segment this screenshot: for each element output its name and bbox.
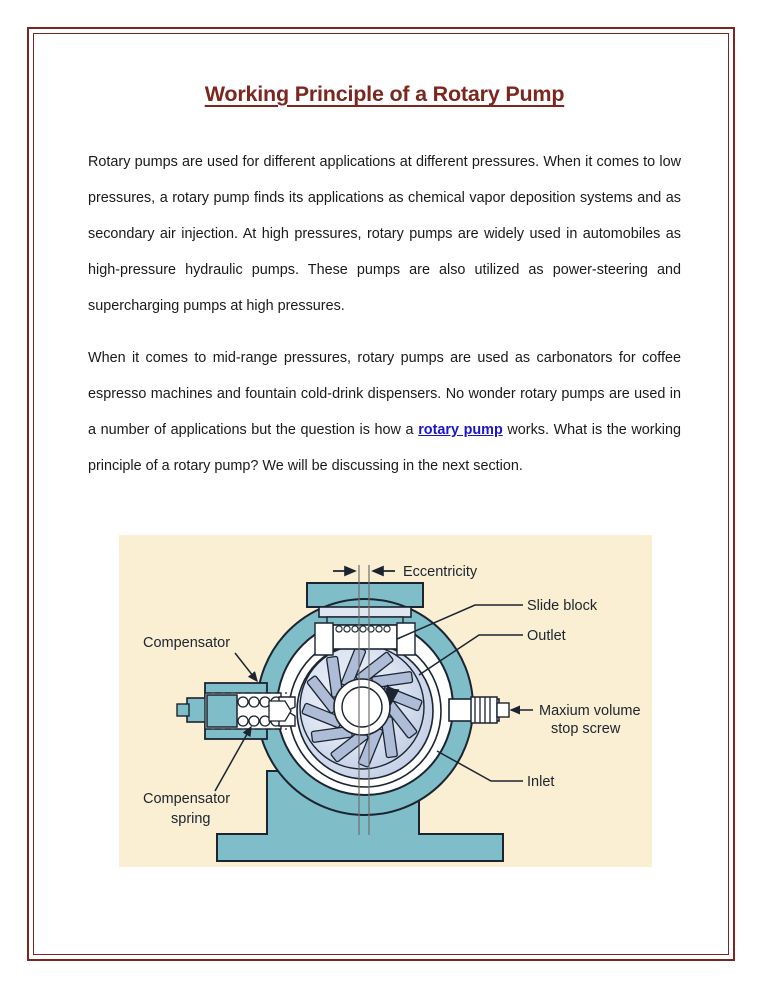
label-eccentricity: Eccentricity — [403, 564, 478, 580]
compensator-stem — [186, 697, 208, 723]
label-stop-screw-line2: stop screw — [551, 721, 621, 737]
rotation-direction-arrow — [385, 684, 400, 706]
label-compensator-spring-line1: Compensator — [143, 791, 230, 807]
paragraph-2-text-after: works. What is the working principle of … — [88, 421, 681, 474]
page-border-outer — [27, 27, 735, 961]
leader-slide-block — [396, 604, 523, 640]
leader-compensator-spring — [214, 725, 252, 792]
stop-screw-assembly — [448, 696, 510, 724]
label-compensator: Compensator — [143, 635, 230, 651]
compensator-assembly — [176, 682, 296, 740]
document-content: Working Principle of a Rotary Pump Rotar… — [88, 82, 681, 484]
rotor-shaft-bore — [341, 686, 383, 728]
leader-inlet — [436, 750, 523, 782]
rotary-pump-link[interactable]: rotary pump — [418, 421, 503, 438]
pump-diagram-figure: Eccentricity Slide block Outlet Maxium v… — [119, 535, 652, 867]
page-border-inner — [33, 33, 729, 955]
paragraph-intro: Rotary pumps are used for different appl… — [88, 144, 681, 324]
slide-block-detents — [335, 625, 391, 633]
leader-outlet — [418, 634, 523, 676]
label-slide-block: Slide block — [527, 598, 598, 614]
figure-labels: Slide block Outlet Maxium volume stop sc… — [143, 598, 641, 827]
centerlines — [358, 565, 370, 835]
compensator-piston — [206, 694, 238, 728]
slide-block-assembly — [314, 606, 416, 656]
rotor-assembly — [299, 644, 425, 770]
paragraph-1-text: Rotary pumps are used for different appl… — [88, 153, 681, 314]
paragraph-midrange: When it comes to mid-range pressures, ro… — [88, 340, 681, 484]
label-outlet: Outlet — [527, 628, 566, 644]
callout-leaders — [214, 604, 533, 792]
page-title: Working Principle of a Rotary Pump — [204, 82, 565, 106]
eccentricity-annotation: Eccentricity — [333, 564, 478, 580]
rotary-pump-diagram-svg: Eccentricity Slide block Outlet Maxium v… — [119, 535, 652, 867]
paragraph-2-text-before: When it comes to mid-range pressures, ro… — [88, 349, 681, 438]
label-inlet: Inlet — [527, 774, 554, 790]
label-stop-screw-line1: Maxium volume — [539, 703, 641, 719]
label-compensator-spring-line2: spring — [171, 811, 211, 827]
stop-screw-threads — [474, 697, 491, 723]
leader-compensator — [234, 652, 258, 683]
stop-screw-head — [496, 702, 510, 718]
